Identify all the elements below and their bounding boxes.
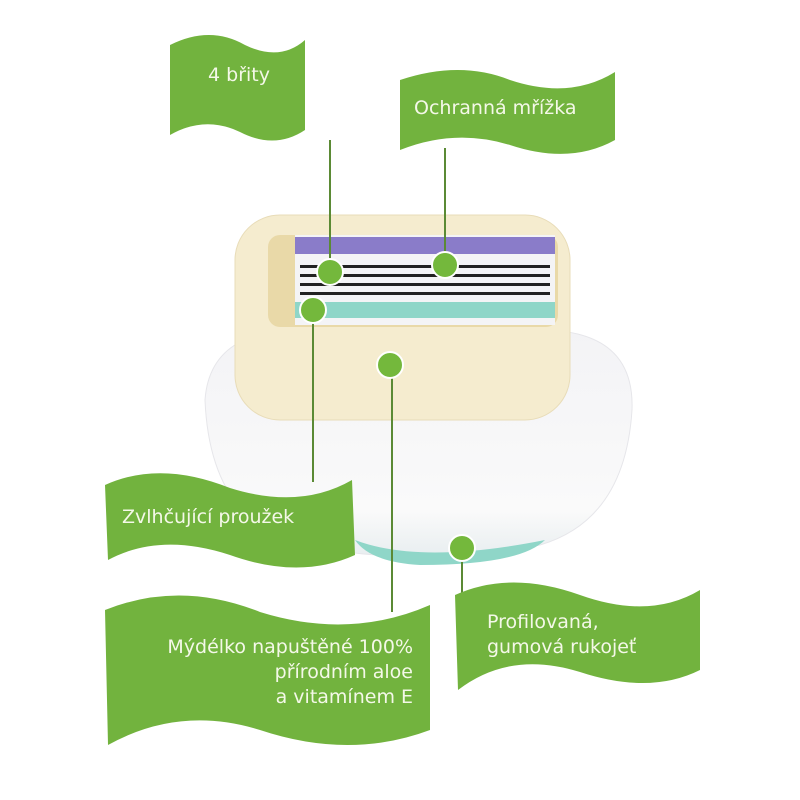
purple-strip [295, 237, 555, 254]
label-flags [105, 35, 700, 745]
razor-cartridge [234, 214, 571, 421]
marker-dots [299, 251, 476, 562]
label-soap: Mýdélko napuštěné 100% přírodním aloe a … [108, 635, 413, 710]
label-blades: 4 břity [208, 64, 270, 86]
label-guard: Ochranná mřížka [414, 97, 577, 119]
label-handle-line2: gumová rukojeť [487, 636, 637, 658]
label-moisture-strip: Zvlhčující proužek [122, 506, 295, 528]
blades [300, 265, 550, 295]
label-soap-line2: přírodním aloe [274, 661, 413, 683]
moisture-strip [295, 302, 555, 318]
label-handle: Profilovaná, gumová rukojeť [487, 610, 636, 660]
label-soap-line1: Mýdélko napuštěné 100% [167, 636, 413, 658]
label-handle-line1: Profilovaná, [487, 611, 599, 633]
label-soap-line3: a vitamínem E [275, 686, 413, 708]
